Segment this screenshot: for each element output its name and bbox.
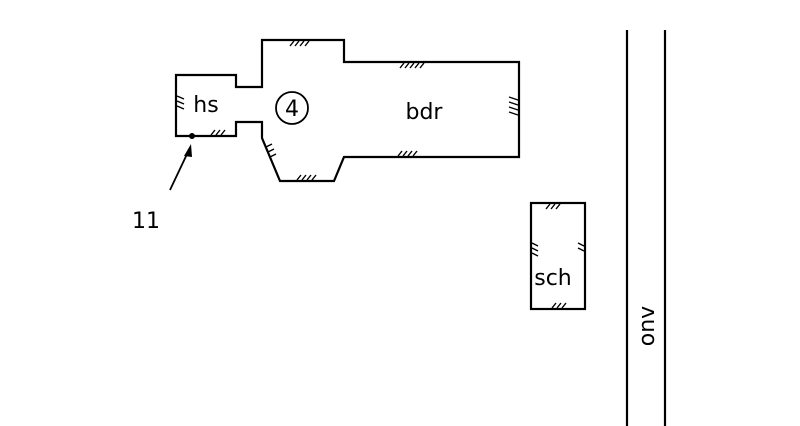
building-number-circle: [275, 91, 309, 125]
label-onv: onv: [635, 306, 660, 346]
dot-marker-icon: [189, 133, 195, 139]
main-building-outline: [174, 38, 521, 183]
label-hs: hs: [193, 93, 218, 118]
building-number: 4: [285, 97, 299, 122]
shed-outline: [529, 201, 587, 311]
label-sch: sch: [534, 266, 572, 291]
main-building-hatch-marks: [176, 40, 519, 181]
point-number: 11: [132, 209, 160, 234]
shed-hatch-marks: [531, 203, 585, 309]
arrow-up-right-icon: [169, 144, 192, 191]
label-bdr: bdr: [406, 100, 444, 125]
